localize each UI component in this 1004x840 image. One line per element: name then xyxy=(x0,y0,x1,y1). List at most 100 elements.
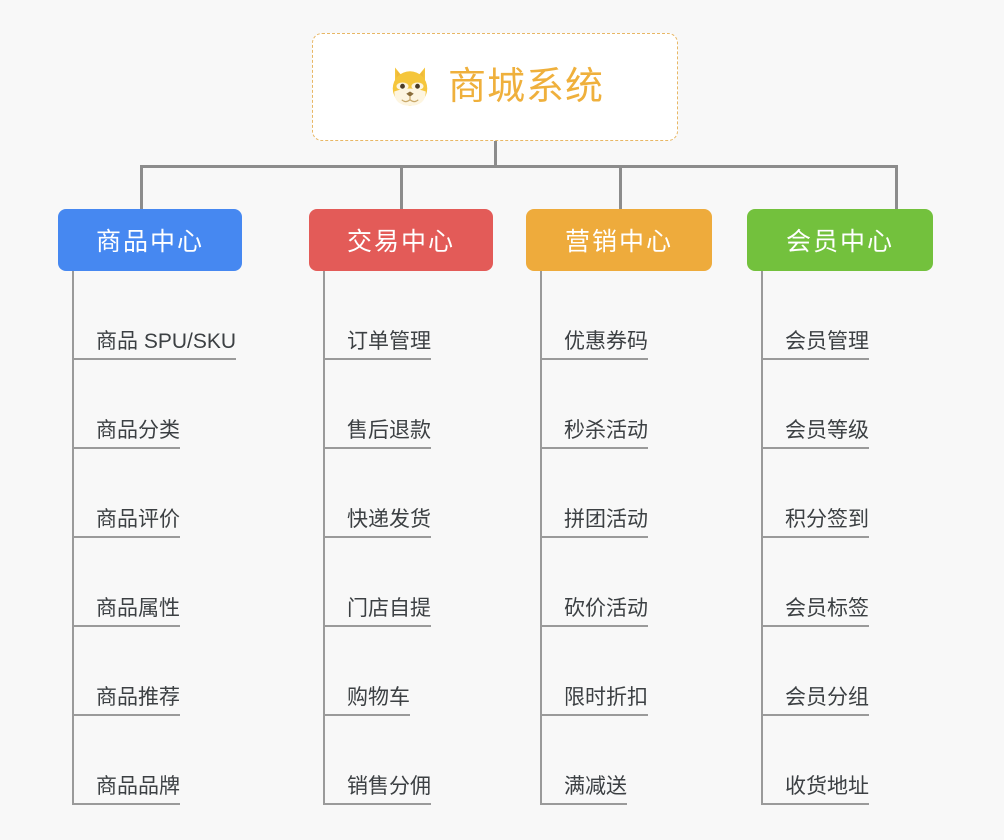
connector-drop-3 xyxy=(619,165,622,210)
leaf-item[interactable]: 商品分类 xyxy=(72,360,242,449)
leaf-label: 会员标签 xyxy=(761,598,869,627)
leaf-underline xyxy=(323,714,410,716)
dog-face-icon xyxy=(392,67,428,108)
connector-bus xyxy=(140,165,898,168)
root-title: 商城系统 xyxy=(447,66,604,108)
leaf-underline xyxy=(761,714,869,716)
leaf-label: 门店自提 xyxy=(323,598,431,627)
branch-leaf-list-1: 商品 SPU/SKU 商品分类 商品评价 商品属性 商品推荐 商品品牌 xyxy=(72,271,242,805)
branch-header-label: 会员中心 xyxy=(785,228,894,256)
connector-drop-2 xyxy=(400,165,403,210)
root-node[interactable]: 商城系统 xyxy=(312,33,678,141)
leaf-label: 商品属性 xyxy=(72,598,180,627)
leaf-label: 限时折扣 xyxy=(540,687,648,716)
leaf-label: 商品评价 xyxy=(72,509,180,538)
leaf-label: 售后退款 xyxy=(323,420,431,449)
leaf-underline xyxy=(323,358,431,360)
leaf-item[interactable]: 订单管理 xyxy=(323,271,493,360)
leaf-label: 积分签到 xyxy=(761,509,869,538)
leaf-label: 砍价活动 xyxy=(540,598,648,627)
leaf-label: 满减送 xyxy=(540,776,627,805)
leaf-item[interactable]: 售后退款 xyxy=(323,360,493,449)
leaf-label: 商品品牌 xyxy=(72,776,180,805)
leaf-item[interactable]: 砍价活动 xyxy=(540,538,712,627)
leaf-label: 会员管理 xyxy=(761,331,869,360)
leaf-label: 商品分类 xyxy=(72,420,180,449)
leaf-label: 快递发货 xyxy=(323,509,431,538)
leaf-item[interactable]: 销售分佣 xyxy=(323,716,493,805)
leaf-underline xyxy=(72,358,237,360)
branch-leaf-list-2: 订单管理 售后退款 快递发货 门店自提 购物车 销售分佣 xyxy=(323,271,493,805)
connector-drop-1 xyxy=(140,165,143,210)
leaf-label: 会员等级 xyxy=(761,420,869,449)
leaf-item[interactable]: 商品属性 xyxy=(72,538,242,627)
leaf-item[interactable]: 商品评价 xyxy=(72,449,242,538)
leaf-item[interactable]: 门店自提 xyxy=(323,538,493,627)
leaf-item[interactable]: 积分签到 xyxy=(761,449,933,538)
branch-column-1: 商品中心 商品 SPU/SKU 商品分类 商品评价 商品属性 商品推荐 商品品牌 xyxy=(58,209,242,821)
branch-trunk-4 xyxy=(761,271,763,805)
leaf-item[interactable]: 购物车 xyxy=(323,627,493,716)
leaf-item[interactable]: 秒杀活动 xyxy=(540,360,712,449)
leaf-underline xyxy=(72,536,180,538)
leaf-label: 优惠券码 xyxy=(540,331,648,360)
leaf-item[interactable]: 商品品牌 xyxy=(72,716,242,805)
leaf-underline xyxy=(540,447,648,449)
branch-column-3: 营销中心 优惠券码 秒杀活动 拼团活动 砍价活动 限时折扣 满减送 xyxy=(526,209,712,821)
leaf-item[interactable]: 会员标签 xyxy=(761,538,933,627)
leaf-label: 秒杀活动 xyxy=(540,420,648,449)
branch-trunk-2 xyxy=(323,271,325,805)
branch-header-label: 交易中心 xyxy=(346,228,455,256)
leaf-label: 收货地址 xyxy=(761,776,869,805)
leaf-item[interactable]: 优惠券码 xyxy=(540,271,712,360)
branch-header-1[interactable]: 商品中心 xyxy=(58,209,242,271)
branch-header-4[interactable]: 会员中心 xyxy=(747,209,933,271)
leaf-underline xyxy=(761,803,869,805)
leaf-underline xyxy=(540,358,648,360)
leaf-underline xyxy=(323,625,431,627)
branch-header-label: 营销中心 xyxy=(564,228,673,256)
leaf-underline xyxy=(72,714,180,716)
leaf-underline xyxy=(540,625,648,627)
leaf-underline xyxy=(323,447,431,449)
leaf-underline xyxy=(761,358,869,360)
leaf-item[interactable]: 商品 SPU/SKU xyxy=(72,271,242,360)
leaf-underline xyxy=(72,803,180,805)
leaf-item[interactable]: 限时折扣 xyxy=(540,627,712,716)
branch-trunk-3 xyxy=(540,271,542,805)
leaf-item[interactable]: 快递发货 xyxy=(323,449,493,538)
branch-header-2[interactable]: 交易中心 xyxy=(309,209,493,271)
leaf-label: 商品推荐 xyxy=(72,687,180,716)
branch-column-4: 会员中心 会员管理 会员等级 积分签到 会员标签 会员分组 收货地址 xyxy=(747,209,933,821)
leaf-label: 销售分佣 xyxy=(323,776,431,805)
leaf-underline xyxy=(540,714,648,716)
branch-trunk-1 xyxy=(72,271,74,805)
leaf-label: 拼团活动 xyxy=(540,509,648,538)
leaf-label: 会员分组 xyxy=(761,687,869,716)
leaf-label: 商品 SPU/SKU xyxy=(72,331,237,360)
leaf-label: 购物车 xyxy=(323,687,410,716)
branch-header-3[interactable]: 营销中心 xyxy=(526,209,712,271)
connector-drop-4 xyxy=(895,165,898,210)
leaf-underline xyxy=(540,536,648,538)
leaf-underline xyxy=(323,803,431,805)
leaf-label: 订单管理 xyxy=(323,331,431,360)
leaf-item[interactable]: 商品推荐 xyxy=(72,627,242,716)
leaf-underline xyxy=(72,447,180,449)
branch-column-2: 交易中心 订单管理 售后退款 快递发货 门店自提 购物车 销售分佣 xyxy=(309,209,493,821)
branch-header-label: 商品中心 xyxy=(95,228,204,256)
leaf-item[interactable]: 满减送 xyxy=(540,716,712,805)
leaf-underline xyxy=(761,447,869,449)
branch-leaf-list-4: 会员管理 会员等级 积分签到 会员标签 会员分组 收货地址 xyxy=(761,271,933,805)
leaf-underline xyxy=(761,625,869,627)
leaf-item[interactable]: 会员等级 xyxy=(761,360,933,449)
leaf-underline xyxy=(761,536,869,538)
leaf-underline xyxy=(72,625,180,627)
leaf-underline xyxy=(540,803,627,805)
leaf-item[interactable]: 收货地址 xyxy=(761,716,933,805)
leaf-item[interactable]: 拼团活动 xyxy=(540,449,712,538)
leaf-item[interactable]: 会员管理 xyxy=(761,271,933,360)
connector-root-stem xyxy=(494,141,497,168)
leaf-item[interactable]: 会员分组 xyxy=(761,627,933,716)
